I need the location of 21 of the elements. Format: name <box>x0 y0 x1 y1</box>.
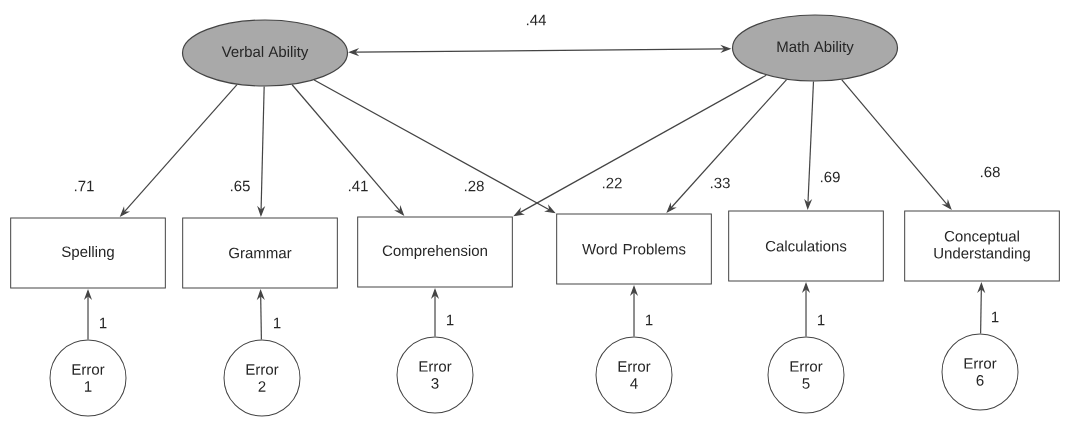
edge-label: 1 <box>271 316 283 330</box>
edge-label: .44 <box>524 13 548 27</box>
edge-label: .68 <box>978 165 1002 179</box>
edge-label: 1 <box>815 313 827 327</box>
edge-label: .28 <box>462 179 486 193</box>
variable-box: Spelling <box>10 217 166 289</box>
edge-label: .33 <box>708 176 732 190</box>
variable-box: Conceptual Understanding <box>904 210 1060 282</box>
variable-box: Comprehension <box>357 216 513 288</box>
variable-box: Word Problems <box>556 213 712 285</box>
edge-label: .65 <box>228 179 252 193</box>
variable-box: Grammar <box>182 217 338 289</box>
edge-label: .22 <box>600 176 624 190</box>
edge-label: .69 <box>818 170 842 184</box>
edge-label: .41 <box>346 179 370 193</box>
edge-label: .71 <box>72 179 96 193</box>
variable-box: Calculations <box>728 210 884 282</box>
edge-label: 1 <box>643 313 655 327</box>
edge-label: 1 <box>989 310 1001 324</box>
edge-label: 1 <box>97 316 109 330</box>
edge-label: 1 <box>444 313 456 327</box>
